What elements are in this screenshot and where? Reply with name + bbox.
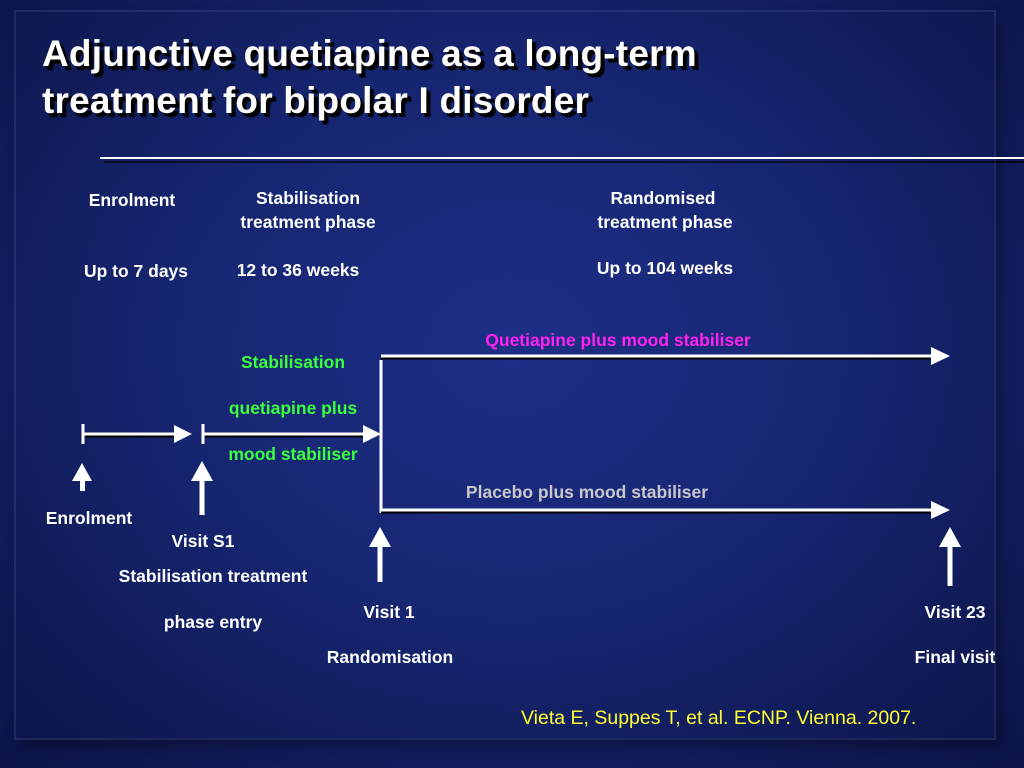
enrolment-visit-label: Enrolment [45, 508, 133, 528]
title-line-1: Adjunctive quetiapine as a long-term [42, 33, 697, 74]
stabilisation-arm-label-line2: quetiapine plus [228, 398, 358, 418]
randomised-phase-label-line1: Randomised [610, 188, 716, 208]
stabilisation-arm-label-line1: Stabilisation [240, 352, 346, 372]
enrolment-marker-icon [72, 463, 92, 491]
visit-23-marker-icon [939, 527, 961, 586]
citation: Vieta E, Suppes T, et al. ECNP. Vienna. … [521, 707, 917, 729]
quetiapine-arm-label: Quetiapine plus mood stabiliser [485, 330, 751, 350]
slide-title: Adjunctive quetiapine as a long-term tre… [42, 30, 1002, 125]
visit-s1-label: Visit S1 [171, 531, 235, 551]
randomised-phase-label-line2: treatment phase [597, 212, 733, 232]
randomised-phase-duration: Up to 104 weeks [596, 258, 734, 278]
randomisation-split [379, 347, 950, 519]
stabilisation-arm-label-line3: mood stabiliser [228, 444, 358, 464]
stabilisation-phase-label-line1: Stabilisation [255, 188, 361, 208]
stabilisation-arrow [201, 424, 381, 444]
enrolment-phase-duration: Up to 7 days [83, 261, 189, 281]
visit-s1-marker-icon [191, 461, 213, 515]
visit-s1-desc-line1: Stabilisation treatment [118, 566, 308, 586]
enrolment-phase-label: Enrolment [88, 190, 176, 210]
visit-23-desc: Final visit [914, 647, 996, 667]
enrolment-arrow [81, 424, 192, 444]
stabilisation-phase-label-line2: treatment phase [240, 212, 376, 232]
visit-1-label: Visit 1 [363, 602, 415, 622]
visit-1-marker-icon [369, 527, 391, 582]
title-line-2: treatment for bipolar I disorder [42, 80, 590, 122]
visit-1-desc: Randomisation [326, 647, 454, 667]
stabilisation-phase-duration: 12 to 36 weeks [236, 260, 360, 280]
placebo-arm-label: Placebo plus mood stabiliser [465, 482, 709, 502]
visit-23-label: Visit 23 [924, 602, 986, 622]
visit-s1-desc-line2: phase entry [163, 612, 263, 632]
